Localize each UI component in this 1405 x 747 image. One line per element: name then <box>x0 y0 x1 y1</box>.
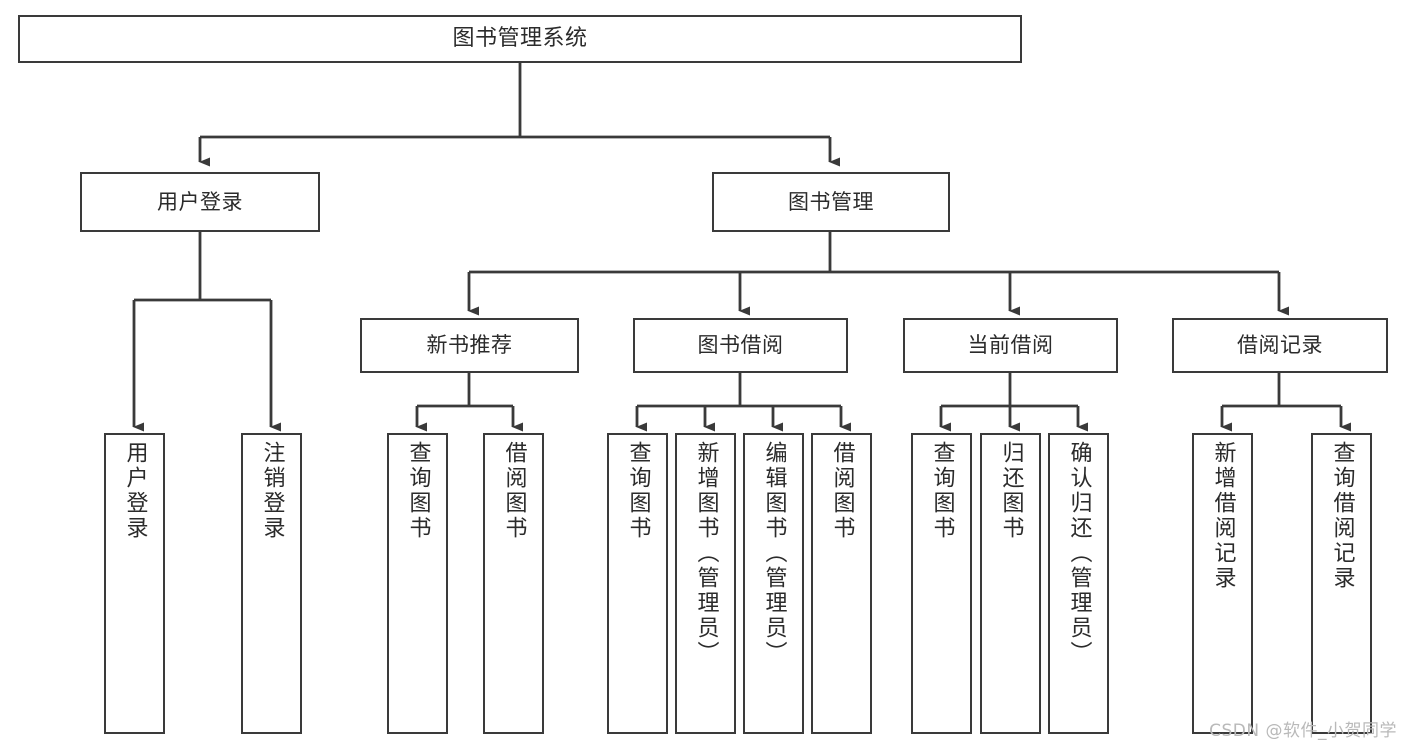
node-leaf-borrow-lend-books[interactable]: 借阅图书 <box>811 433 872 734</box>
node-leaf-borrow-query-books[interactable]: 查询图书 <box>607 433 668 734</box>
node-root-book-management-system[interactable]: 图书管理系统 <box>18 15 1022 63</box>
node-leaf-current-confirm-return-admin[interactable]: 确认归还（管理员） <box>1048 433 1109 734</box>
node-leaf-record-query-borrow-record[interactable]: 查询借阅记录 <box>1311 433 1372 734</box>
node-label: 当前借阅 <box>967 333 1054 358</box>
node-label: 查询图书 <box>405 441 431 541</box>
node-label: 用户登录 <box>122 441 148 541</box>
node-current-borrowing[interactable]: 当前借阅 <box>903 318 1118 373</box>
node-leaf-current-query-books[interactable]: 查询图书 <box>911 433 972 734</box>
node-leaf-newbook-query-books[interactable]: 查询图书 <box>387 433 448 734</box>
node-label: 用户登录 <box>157 189 243 214</box>
node-leaf-borrow-add-book-admin[interactable]: 新增图书（管理员） <box>675 433 736 734</box>
node-leaf-current-return-books[interactable]: 归还图书 <box>980 433 1041 734</box>
node-label: 图书借阅 <box>697 333 784 358</box>
node-borrowing-records[interactable]: 借阅记录 <box>1172 318 1388 373</box>
node-label: 查询借阅记录 <box>1329 441 1355 591</box>
node-leaf-borrow-edit-book-admin[interactable]: 编辑图书（管理员） <box>743 433 804 734</box>
node-label: 新增图书（管理员） <box>693 441 719 666</box>
node-label: 新书推荐 <box>426 333 513 358</box>
node-label: 注销登录 <box>259 441 285 541</box>
node-leaf-user-login[interactable]: 用户登录 <box>104 433 165 734</box>
node-label: 借阅图书 <box>829 441 855 541</box>
node-label: 借阅记录 <box>1237 333 1323 358</box>
node-label: 查询图书 <box>625 441 651 541</box>
node-label: 新增借阅记录 <box>1210 441 1236 591</box>
node-leaf-newbook-borrow-books[interactable]: 借阅图书 <box>483 433 544 734</box>
node-leaf-record-add-borrow-record[interactable]: 新增借阅记录 <box>1192 433 1253 734</box>
node-label: 查询图书 <box>929 441 955 541</box>
node-label: 图书管理系统 <box>452 26 588 52</box>
node-label: 确认归还（管理员） <box>1066 441 1092 666</box>
node-label: 归还图书 <box>998 441 1024 541</box>
node-leaf-user-logout[interactable]: 注销登录 <box>241 433 302 734</box>
node-book-borrowing[interactable]: 图书借阅 <box>633 318 848 373</box>
node-user-login[interactable]: 用户登录 <box>80 172 320 232</box>
node-label: 借阅图书 <box>501 441 527 541</box>
node-label: 编辑图书（管理员） <box>761 441 787 666</box>
node-new-book-recommendation[interactable]: 新书推荐 <box>360 318 579 373</box>
node-label: 图书管理 <box>788 189 874 214</box>
node-book-management[interactable]: 图书管理 <box>712 172 950 232</box>
csdn-watermark: CSDN @软件_小贺同学 <box>1209 721 1397 741</box>
